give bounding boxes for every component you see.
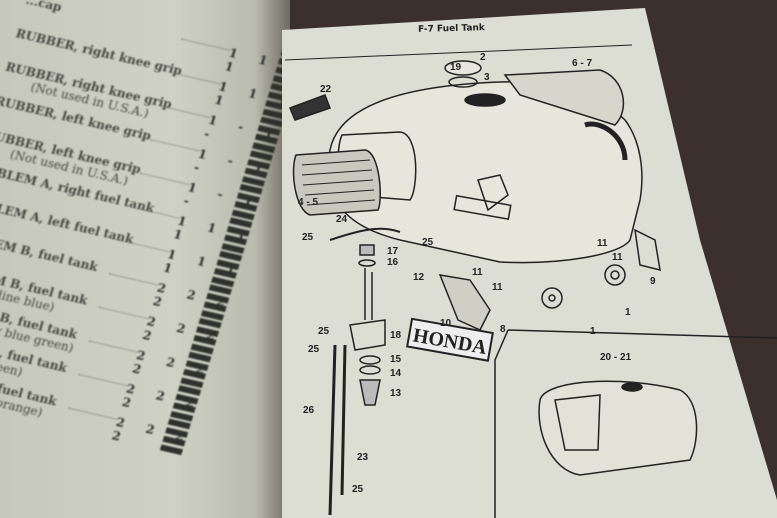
callout-labels: 2 3 19 6 - 7 22 4 - 5 24 25 25 17 16 12 … <box>298 52 656 495</box>
fuel-tank-drawing <box>289 60 777 518</box>
callout-22: 22 <box>320 84 332 95</box>
callout-11: 11 <box>612 252 623 263</box>
callout-23: 23 <box>357 452 369 463</box>
callout-3: 3 <box>484 72 490 83</box>
callout-8: 8 <box>500 324 506 335</box>
callout-20-21: 20 - 21 <box>600 352 632 363</box>
callout-11: 11 <box>472 267 483 278</box>
callout-1: 1 <box>590 326 596 337</box>
callout-17: 17 <box>387 246 399 257</box>
callout-19: 19 <box>450 62 462 73</box>
callout-9: 9 <box>650 276 656 287</box>
page-title: F-7 Fuel Tank <box>417 23 486 35</box>
callout-11: 11 <box>597 238 608 249</box>
callout-10: 10 <box>440 318 452 329</box>
callout-4-5: 4 - 5 <box>298 197 318 208</box>
callout-24: 24 <box>336 214 348 225</box>
callout-13: 13 <box>390 388 402 399</box>
callout-2: 2 <box>480 52 486 63</box>
callout-18: 18 <box>390 330 402 341</box>
callout-16: 16 <box>387 257 399 268</box>
left-page-parts-list: ...cap 1 1 1 1 RUBBER, right knee grip 1… <box>0 0 290 518</box>
callout-25: 25 <box>302 232 314 243</box>
callout-25: 25 <box>318 326 330 337</box>
callout-11: 11 <box>492 282 503 293</box>
callout-12: 12 <box>413 272 425 283</box>
callout-15: 15 <box>390 354 402 365</box>
callout-1: 1 <box>625 307 631 318</box>
callout-14: 14 <box>390 368 402 379</box>
callout-26: 26 <box>303 405 315 416</box>
callout-6-7: 6 - 7 <box>572 58 592 69</box>
callout-25: 25 <box>308 344 320 355</box>
callout-25: 25 <box>422 237 434 248</box>
callout-25: 25 <box>352 484 364 495</box>
header-rule <box>284 44 633 61</box>
